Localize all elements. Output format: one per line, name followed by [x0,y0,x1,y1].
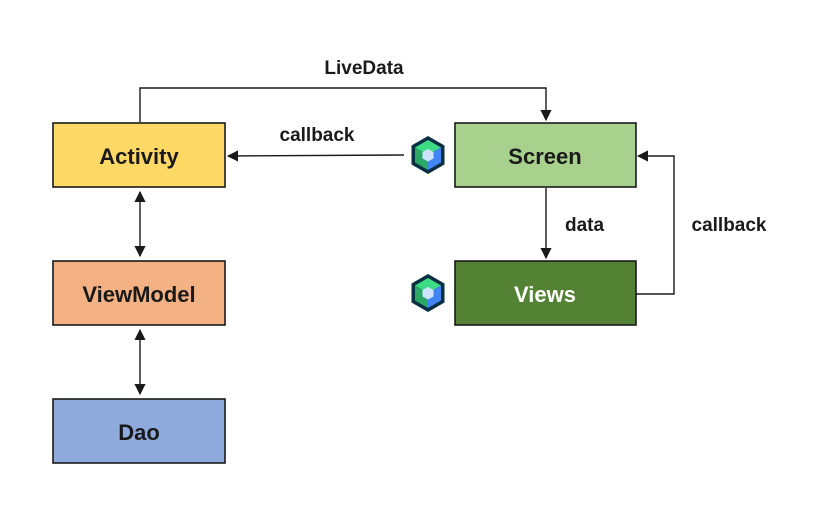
jetpack-compose-icon [411,274,445,312]
viewmodel-box [52,260,226,326]
data-label: data [565,215,605,236]
callback-screen-activity-connector [226,150,405,162]
livedata-label: LiveData [324,58,404,79]
callback-views-screen-connector [636,150,675,295]
livedata-connector [139,87,552,122]
screen-box [454,122,637,188]
views-node: Views [454,260,637,326]
callback-views-screen-label: callback [692,215,767,236]
activity-label: Activity [99,144,179,169]
dao-box [52,398,226,464]
dao-node: Dao [52,398,226,464]
callback-screen-activity-label: callback [280,125,355,146]
dao-label: Dao [118,420,160,445]
screen-label: Screen [508,144,581,169]
screen-node: Screen [454,122,637,188]
views-box [454,260,637,326]
viewmodel-label: ViewModel [82,282,195,307]
activity-node: Activity [52,122,226,188]
activity-box [52,122,226,188]
jetpack-compose-icon [411,136,445,174]
viewmodel-node: ViewModel [52,260,226,326]
views-label: Views [514,282,576,307]
